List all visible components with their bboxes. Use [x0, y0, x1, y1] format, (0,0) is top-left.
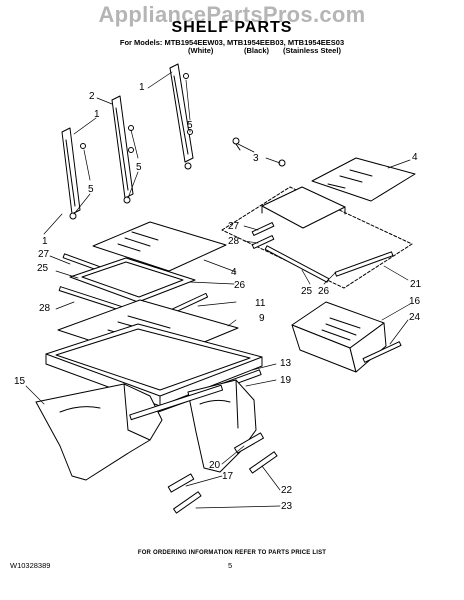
callout-22: 22 [281, 485, 293, 496]
page-title: SHELF PARTS [171, 19, 293, 36]
callout-26: 26 [234, 280, 246, 291]
callout-15: 15 [14, 376, 26, 387]
glass-shelf-right [311, 157, 416, 202]
shelf-frame-right [261, 186, 346, 229]
leader-lines [25, 71, 411, 509]
shelf-frame-left [69, 257, 196, 303]
callout-19: 19 [280, 375, 292, 386]
shelf-rail-left [61, 127, 81, 220]
callout-1: 1 [42, 236, 48, 247]
drawer-rail-24 [362, 341, 402, 363]
callout-23: 23 [281, 501, 293, 512]
callout-11: 11 [255, 298, 266, 309]
callout-3: 3 [253, 153, 259, 164]
callout-1: 1 [94, 109, 100, 120]
trim-21 [334, 251, 394, 277]
pantry-drawer [291, 301, 387, 373]
callout-1: 1 [139, 82, 145, 93]
callout-4: 4 [412, 152, 418, 163]
shelf-rail-right [169, 63, 194, 170]
callout-16: 16 [409, 296, 421, 307]
callout-24: 24 [409, 312, 421, 323]
models-line: For Models: MTB1954EEW03, MTB1954EEB03, … [119, 38, 345, 47]
callout-9: 9 [259, 313, 265, 324]
shelf-rail-middle [111, 95, 134, 204]
watermark: AppliancePartsPros.com [98, 2, 366, 27]
callout-5: 5 [136, 162, 142, 173]
page-number: 5 [228, 561, 233, 570]
callout-5: 5 [187, 120, 193, 131]
crisper-cover-frame [45, 323, 263, 407]
ordering-note: FOR ORDERING INFORMATION REFER TO PARTS … [137, 550, 327, 556]
callout-27: 27 [38, 249, 50, 260]
drawer-cap-23 [173, 491, 202, 514]
screw-pair [232, 137, 286, 167]
glass-shelf-left [92, 221, 227, 272]
callout-28: 28 [228, 236, 240, 247]
drawer-slide-left [167, 473, 195, 493]
trim-19 [129, 384, 224, 421]
finish-stainless-label: (Stainless Steel) [283, 46, 341, 55]
callout-13: 13 [280, 358, 292, 369]
callout-2: 2 [89, 91, 95, 102]
callout-labels: 1 1 1 2 3 4 4 5 5 5 9 11 13 15 16 17 19 … [14, 82, 422, 512]
finish-white-label: (White) [188, 46, 214, 55]
callout-28: 28 [39, 303, 51, 314]
callout-25: 25 [37, 263, 49, 274]
finish-black-label: (Black) [244, 46, 270, 55]
trim-25-right [264, 245, 330, 283]
callout-4: 4 [231, 267, 237, 278]
trim-27-right [251, 222, 275, 236]
crisper-drawer-left [35, 383, 163, 481]
callout-25: 25 [301, 286, 313, 297]
document-number: W10328389 [10, 561, 51, 570]
callout-26: 26 [318, 286, 330, 297]
callout-5: 5 [88, 184, 94, 195]
callout-20: 20 [209, 460, 221, 471]
callout-21: 21 [410, 279, 422, 290]
trim-28-right [251, 235, 275, 249]
rail-screws [80, 73, 193, 153]
callout-17: 17 [222, 471, 234, 482]
drawer-cap-22 [249, 451, 278, 474]
callout-27: 27 [228, 221, 240, 232]
